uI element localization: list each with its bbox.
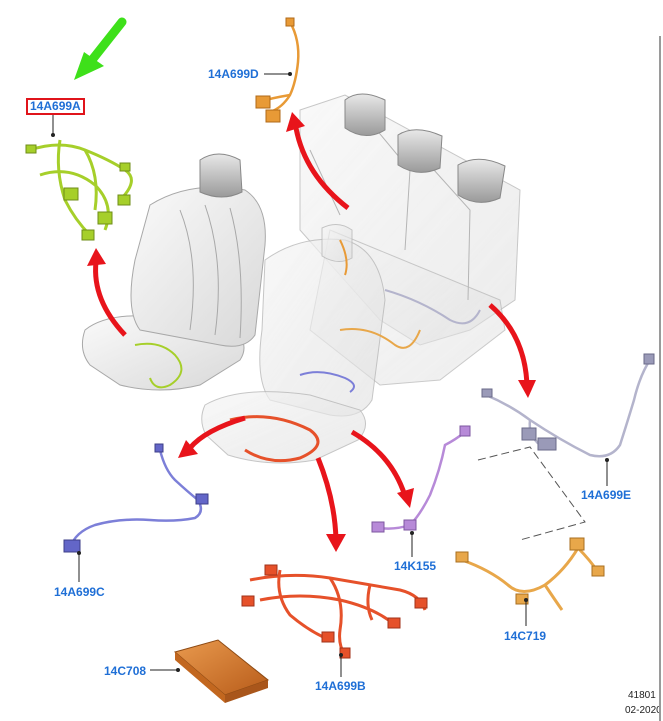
- in-seat-harness-traces: [134, 239, 481, 463]
- pointer-arrow: [74, 17, 127, 80]
- label-14a699d: 14A699D: [208, 67, 259, 81]
- harness-14a699a: [29, 139, 133, 237]
- harness-14a699b-connectors: [241, 564, 428, 659]
- harness-14a699e: [485, 359, 652, 458]
- label-14c708: 14C708: [104, 664, 147, 678]
- harness-14k155: [379, 431, 466, 530]
- harness-14a699c-connectors: [63, 443, 209, 553]
- movement-arrows: [93, 127, 530, 541]
- harness-14k155-connectors: [371, 425, 471, 533]
- harness-14c719-connectors: [455, 537, 605, 605]
- label-14a699a: 14A699A: [26, 98, 85, 115]
- harness-14a699b: [249, 569, 427, 656]
- label-14a699e: 14A699E: [581, 488, 632, 502]
- rear-headrests: [344, 93, 506, 203]
- page-edge-border: [659, 36, 661, 721]
- passenger-seat: [201, 224, 386, 464]
- movement-arrowheads: [87, 112, 536, 552]
- label-14k155: 14K155: [394, 559, 437, 573]
- harness-14a699e-connectors: [481, 353, 655, 451]
- label-14a699b: 14A699B: [315, 679, 366, 693]
- harness-14a699c: [68, 449, 203, 549]
- harness-14c719: [461, 545, 600, 611]
- label-14c719: 14C719: [504, 629, 547, 643]
- module-14c708: [173, 639, 270, 703]
- leader-lines: [52, 73, 608, 677]
- dashed-link: [477, 446, 586, 541]
- label-14a699c: 14A699C: [54, 585, 105, 599]
- front-headrest: [199, 153, 243, 198]
- leader-dots: [51, 72, 609, 672]
- harness-14a699d-connectors: [255, 17, 295, 123]
- harness-14a699a-connectors: [25, 144, 131, 241]
- figure-reference-number: 41801: [628, 690, 656, 701]
- figure-date: 02-2020: [625, 705, 659, 716]
